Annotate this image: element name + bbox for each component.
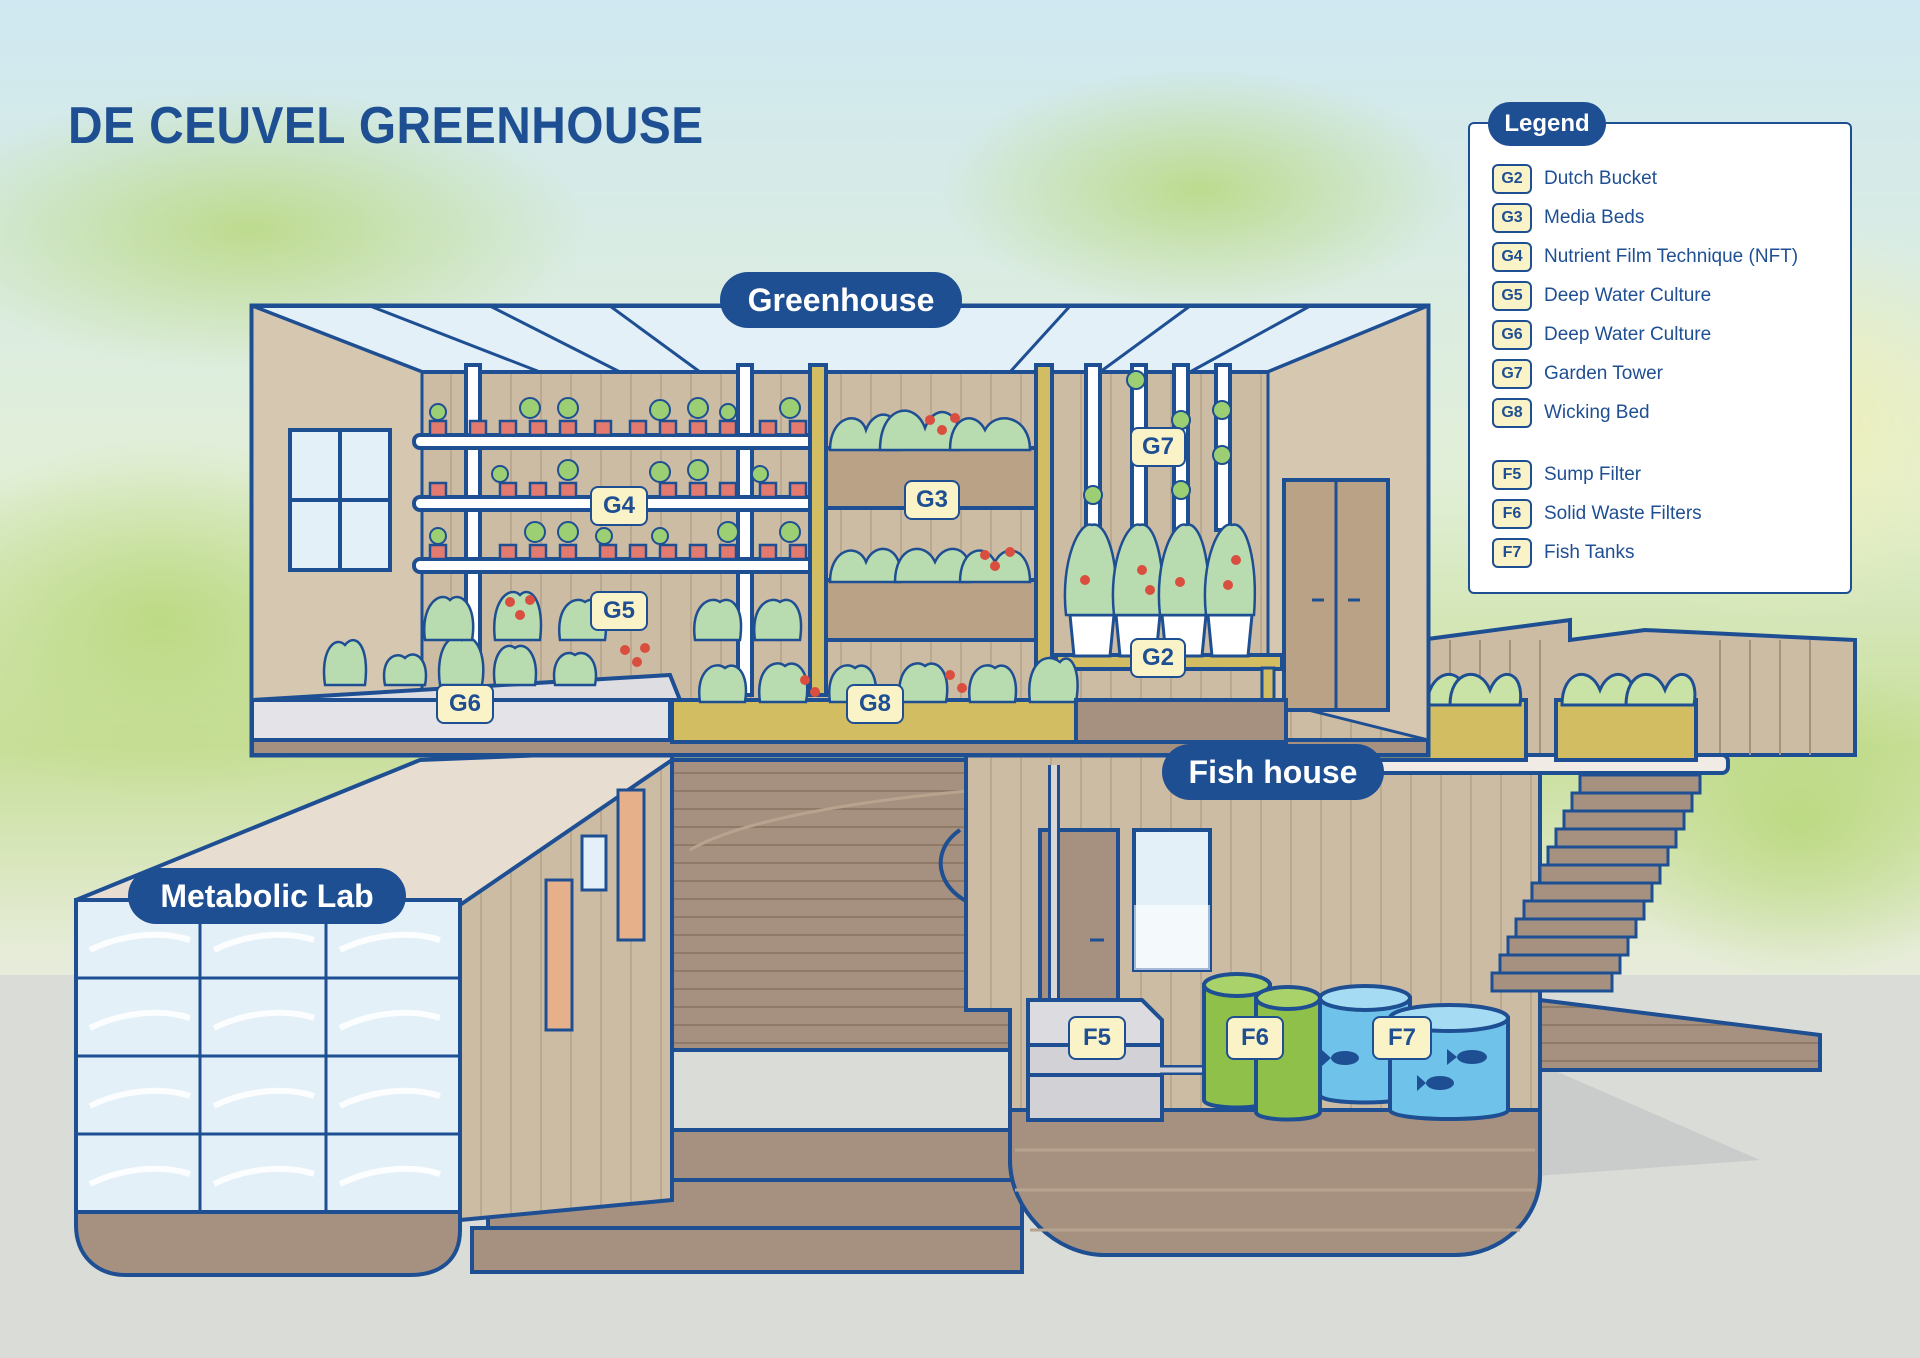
tag-g6: G6 bbox=[436, 684, 494, 724]
tag-g5: G5 bbox=[590, 591, 648, 631]
legend-item: G6 Deep Water Culture bbox=[1492, 320, 1711, 350]
legend-code: G4 bbox=[1492, 242, 1532, 272]
legend-label: Deep Water Culture bbox=[1544, 324, 1712, 345]
legend-item: G3 Media Beds bbox=[1492, 203, 1644, 233]
tag-g3: G3 bbox=[904, 480, 960, 520]
legend-item: G2 Dutch Bucket bbox=[1492, 164, 1657, 194]
tag-f5: F5 bbox=[1068, 1016, 1126, 1060]
tag-f6: F6 bbox=[1226, 1016, 1284, 1060]
legend-label: Garden Tower bbox=[1544, 363, 1663, 384]
legend-code: F6 bbox=[1492, 499, 1532, 529]
tag-f7: F7 bbox=[1372, 1016, 1432, 1060]
tag-g8: G8 bbox=[846, 684, 904, 724]
legend-label: Wicking Bed bbox=[1544, 402, 1650, 423]
legend-code: G7 bbox=[1492, 359, 1532, 389]
tag-g2: G2 bbox=[1130, 638, 1186, 678]
tag-g7: G7 bbox=[1130, 427, 1186, 467]
legend-code: G3 bbox=[1492, 203, 1532, 233]
legend-item: F6 Solid Waste Filters bbox=[1492, 499, 1702, 529]
legend-item: G7 Garden Tower bbox=[1492, 359, 1663, 389]
legend-label: Sump Filter bbox=[1544, 464, 1642, 485]
legend-code: G5 bbox=[1492, 281, 1532, 311]
legend-label: Fish Tanks bbox=[1544, 542, 1635, 563]
metabolic-lab-label: Metabolic Lab bbox=[128, 868, 406, 924]
legend-code: F5 bbox=[1492, 460, 1532, 490]
legend-title: Legend bbox=[1488, 102, 1606, 146]
legend-label: Media Beds bbox=[1544, 207, 1645, 228]
legend-item: G5 Deep Water Culture bbox=[1492, 281, 1711, 311]
legend-item: G8 Wicking Bed bbox=[1492, 398, 1650, 428]
legend-code: F7 bbox=[1492, 538, 1532, 568]
fish-house-label: Fish house bbox=[1162, 744, 1384, 800]
page-title: DE CEUVEL GREENHOUSE bbox=[68, 97, 704, 155]
legend-item: F7 Fish Tanks bbox=[1492, 538, 1634, 568]
greenhouse-label: Greenhouse bbox=[720, 272, 962, 328]
legend-item: G4 Nutrient Film Technique (NFT) bbox=[1492, 242, 1798, 272]
legend-panel: Legend G2 Dutch Bucket G3 Media Beds G4 … bbox=[1468, 102, 1852, 594]
legend-code: G2 bbox=[1492, 164, 1532, 194]
legend-label: Dutch Bucket bbox=[1544, 168, 1657, 189]
tag-g4: G4 bbox=[590, 486, 648, 526]
legend-code: G8 bbox=[1492, 398, 1532, 428]
legend-label: Nutrient Film Technique (NFT) bbox=[1544, 246, 1799, 267]
legend-label: Solid Waste Filters bbox=[1544, 503, 1702, 524]
legend-item: F5 Sump Filter bbox=[1492, 460, 1641, 490]
legend-code: G6 bbox=[1492, 320, 1532, 350]
legend-label: Deep Water Culture bbox=[1544, 285, 1712, 306]
